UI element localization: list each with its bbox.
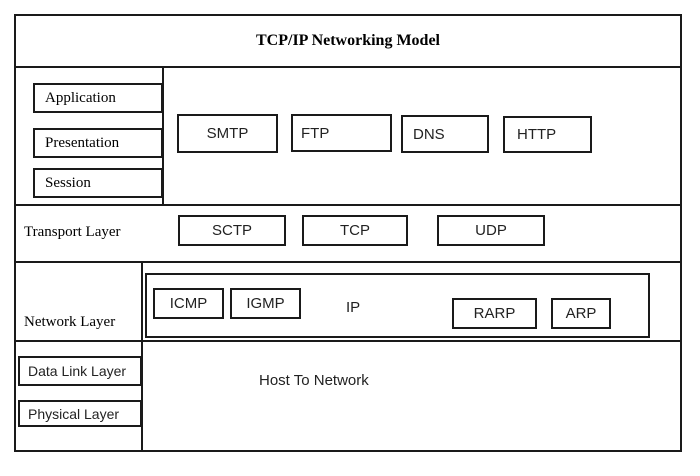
- icmp-protocol-box: ICMP: [153, 288, 224, 319]
- network-layer-label: Network Layer: [24, 314, 116, 330]
- ftp-label: FTP: [301, 124, 330, 142]
- tcp-protocol-box: TCP: [302, 215, 408, 246]
- tcp-label: TCP: [340, 222, 370, 239]
- igmp-protocol-box: IGMP: [230, 288, 301, 319]
- arp-label: ARP: [565, 305, 597, 322]
- http-protocol-box: HTTP: [503, 116, 592, 153]
- data-link-layer-box: Data Link Layer: [18, 356, 142, 386]
- ftp-protocol-box: FTP: [291, 114, 392, 152]
- network-row-separator-line: [14, 340, 682, 342]
- ip-group-box: [145, 273, 650, 338]
- data-link-layer-label: Data Link Layer: [28, 363, 127, 379]
- dns-protocol-box: DNS: [401, 115, 489, 153]
- session-layer-box: Session: [33, 168, 163, 198]
- presentation-layer-label: Presentation: [45, 134, 120, 151]
- diagram-title: TCP/IP Networking Model: [256, 31, 440, 49]
- arp-protocol-box: ARP: [551, 298, 611, 329]
- lower-left-column-divider-line: [141, 261, 143, 452]
- application-layer-label: Application: [45, 89, 116, 106]
- smtp-protocol-box: SMTP: [177, 114, 278, 153]
- rarp-label: RARP: [473, 305, 516, 322]
- transport-row-separator-line: [14, 261, 682, 263]
- physical-layer-box: Physical Layer: [18, 400, 142, 427]
- session-layer-label: Session: [45, 174, 91, 191]
- udp-label: UDP: [475, 222, 507, 239]
- ip-label: IP: [346, 299, 361, 316]
- title-row-separator-line: [14, 66, 682, 68]
- sctp-label: SCTP: [211, 222, 252, 239]
- sctp-protocol-box: SCTP: [178, 215, 286, 246]
- transport-layer-label: Transport Layer: [24, 224, 121, 240]
- application-layer-box: Application: [33, 83, 163, 113]
- presentation-layer-box: Presentation: [33, 128, 163, 158]
- upper-left-column-divider-line: [162, 66, 164, 206]
- upper-row-separator-line: [14, 204, 682, 206]
- http-label: HTTP: [517, 126, 557, 143]
- host-to-network-label: Host To Network: [259, 372, 369, 389]
- dns-label: DNS: [413, 125, 445, 143]
- udp-protocol-box: UDP: [437, 215, 545, 246]
- smtp-label: SMTP: [206, 125, 249, 142]
- physical-layer-label: Physical Layer: [28, 405, 120, 422]
- igmp-label: IGMP: [246, 295, 285, 312]
- rarp-protocol-box: RARP: [452, 298, 537, 329]
- icmp-label: ICMP: [169, 295, 208, 312]
